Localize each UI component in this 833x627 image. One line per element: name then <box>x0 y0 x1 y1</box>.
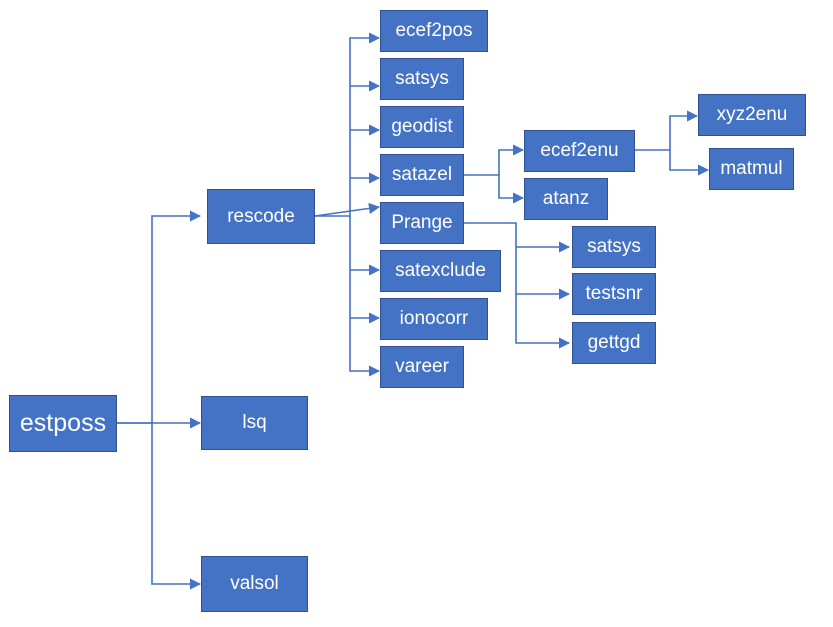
edge-rescode-prange <box>314 202 381 217</box>
node-satexclude: satexclude <box>380 250 501 292</box>
edge-satazel-atanz <box>498 175 525 204</box>
edge-estposs-valsol <box>151 423 202 590</box>
node-ecef2pos: ecef2pos <box>380 10 488 52</box>
node-prange-satsys: satsys <box>572 226 656 268</box>
node-lsq: lsq <box>201 396 308 450</box>
node-estposs: estposs <box>9 395 117 452</box>
node-vareer: vareer <box>380 346 464 388</box>
edge-estposs-rescode <box>117 210 202 424</box>
node-gettgd: gettgd <box>572 322 656 364</box>
node-geodist: geodist <box>380 106 464 148</box>
node-satsys: satsys <box>380 58 464 100</box>
node-matmul: matmul <box>709 148 794 190</box>
edge-rescode-satexclude <box>349 216 381 377</box>
edge-prange-gettgd <box>515 294 571 349</box>
edge-ecef2enu-xyz2enu <box>635 110 699 151</box>
edge-prange-testsnr <box>515 247 571 300</box>
node-ecef2enu: ecef2enu <box>524 130 635 172</box>
node-ionocorr: ionocorr <box>380 298 488 340</box>
node-testsnr: testsnr <box>572 273 656 315</box>
node-xyz2enu: xyz2enu <box>698 94 806 136</box>
edge-prange-satsys <box>463 222 571 253</box>
node-satazel: satazel <box>380 154 464 196</box>
node-valsol: valsol <box>201 556 308 612</box>
node-atanz: atanz <box>524 178 608 220</box>
node-prange: Prange <box>380 202 464 244</box>
edge-ecef2enu-matmul <box>669 150 710 176</box>
edge-rescode-ecef2pos <box>315 32 381 217</box>
node-rescode: rescode <box>207 189 315 244</box>
edge-satazel-ecef2enu <box>463 144 525 176</box>
